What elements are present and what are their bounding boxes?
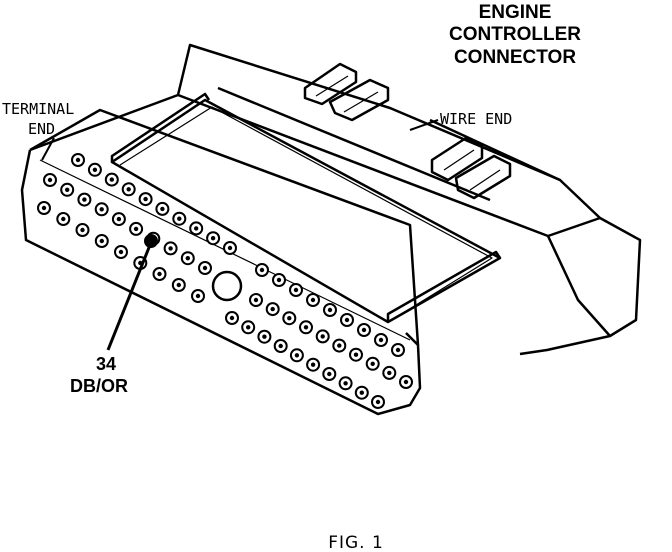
pin-contact [310,297,316,303]
pin-contact [176,282,181,288]
pin-contact [259,267,265,273]
pin-contact [133,226,139,232]
pin-contact [353,352,359,357]
callout-leader-line [106,244,152,351]
pin-contact [327,371,332,377]
pin-contact [99,207,104,212]
pin-contact [177,216,182,221]
pin-contact [303,325,309,330]
highlighted-pin-34 [144,234,158,248]
wire-end-leader-line [409,119,439,131]
title-line-3: CONNECTOR [454,47,576,68]
pin-contact [227,245,233,251]
pin-contact [118,249,124,255]
connector-body [20,43,642,416]
pin-contact [337,343,342,348]
pin-contact [359,390,364,395]
pin-contact [287,316,292,321]
wire-end-label: WIRE END [440,110,512,128]
pin-contact [82,197,87,202]
pin-contact [143,196,148,202]
pin-contact [327,307,333,313]
pin-contact [262,334,267,339]
pin-contact [278,343,283,349]
callout-pin-number: 34 [96,354,116,374]
pin-contact [229,315,235,321]
pin-contact [65,187,70,192]
pin-contact [75,157,81,163]
pin-contact [160,206,165,212]
pin-contact [320,334,325,339]
pin-contact [210,236,216,241]
callout-wire-color: DB/OR [70,376,128,396]
pin-contact [99,238,105,244]
pin-contact [157,271,162,277]
pin-contact [116,216,122,222]
pin-contact [41,205,47,211]
pin-contact [387,370,392,376]
terminal-label-line-2: END [28,120,55,138]
title-line-2: CONTROLLER [449,24,581,45]
pin-contact [395,347,401,353]
pin-contact [270,306,275,312]
pin-contact [246,325,251,330]
pin-contact [253,297,259,303]
pin-contact [126,187,131,192]
pin-contact [47,177,53,183]
pin-contact [61,216,66,222]
terminal-pins [37,153,413,409]
pin-contact [276,277,282,283]
pin-contact [202,265,208,271]
terminal-label-line-1: TERMINAL [2,100,74,118]
pin-contact [310,362,316,367]
pin-contact [195,293,201,299]
pin-contact [361,327,367,333]
pin-contact [168,246,173,251]
pin-contact [80,227,85,233]
pin-contact [375,399,381,405]
pin-contact [294,353,300,358]
pin-contact [370,361,375,366]
pin-contact [92,167,98,172]
pin-contact [344,317,350,323]
pin-contact [293,287,299,293]
terminal-leader-line [41,137,55,161]
figure-caption: FIG. 1 [328,533,384,552]
pin-contact [185,256,190,261]
pin-contact [403,379,409,385]
pin-contact [378,337,384,343]
pin-contact [194,226,199,231]
title-line-1: ENGINE [479,2,552,23]
pin-contact [109,177,115,182]
pin-contact [343,381,348,386]
